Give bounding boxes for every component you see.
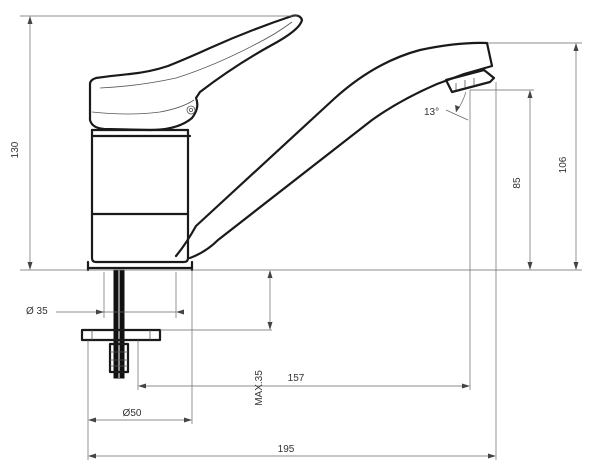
spout [174,41,494,260]
dim-hole-diameter: Ø 35 [26,306,48,317]
reference-lines [20,15,582,460]
stud-nut [108,342,130,374]
base-ring [86,260,194,270]
dim-spout-height: 85 [512,177,523,189]
mounting-plate [80,328,162,342]
dimension-labels: 130 106 85 13° Ø 35 MAX.35 157 Ø50 195 [10,107,569,455]
dim-max-thickness: MAX.35 [254,370,265,406]
dim-base-diameter: Ø50 [123,408,142,419]
dim-outlet-height: 106 [558,156,569,173]
mounting-stud [113,269,125,379]
dim-total-length: 195 [278,444,295,455]
faucet-outline [80,14,496,379]
faucet-body [90,134,190,264]
lever-handle [88,14,304,132]
dim-total-height: 130 [10,141,21,158]
lever-screw-icon [186,105,196,115]
dim-spout-angle: 13° [424,107,439,118]
dim-spout-reach: 157 [288,373,305,384]
dimension-lines [27,16,579,459]
spout-aerator [444,68,496,94]
